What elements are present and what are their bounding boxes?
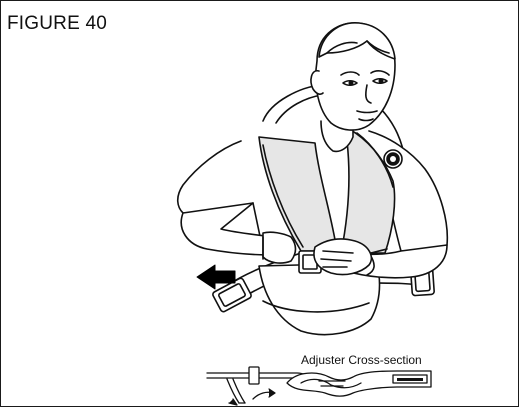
adjuster-cross-section xyxy=(207,367,431,405)
round-badge-icon xyxy=(384,150,402,168)
cross-section-caption: Adjuster Cross-section xyxy=(301,353,422,367)
